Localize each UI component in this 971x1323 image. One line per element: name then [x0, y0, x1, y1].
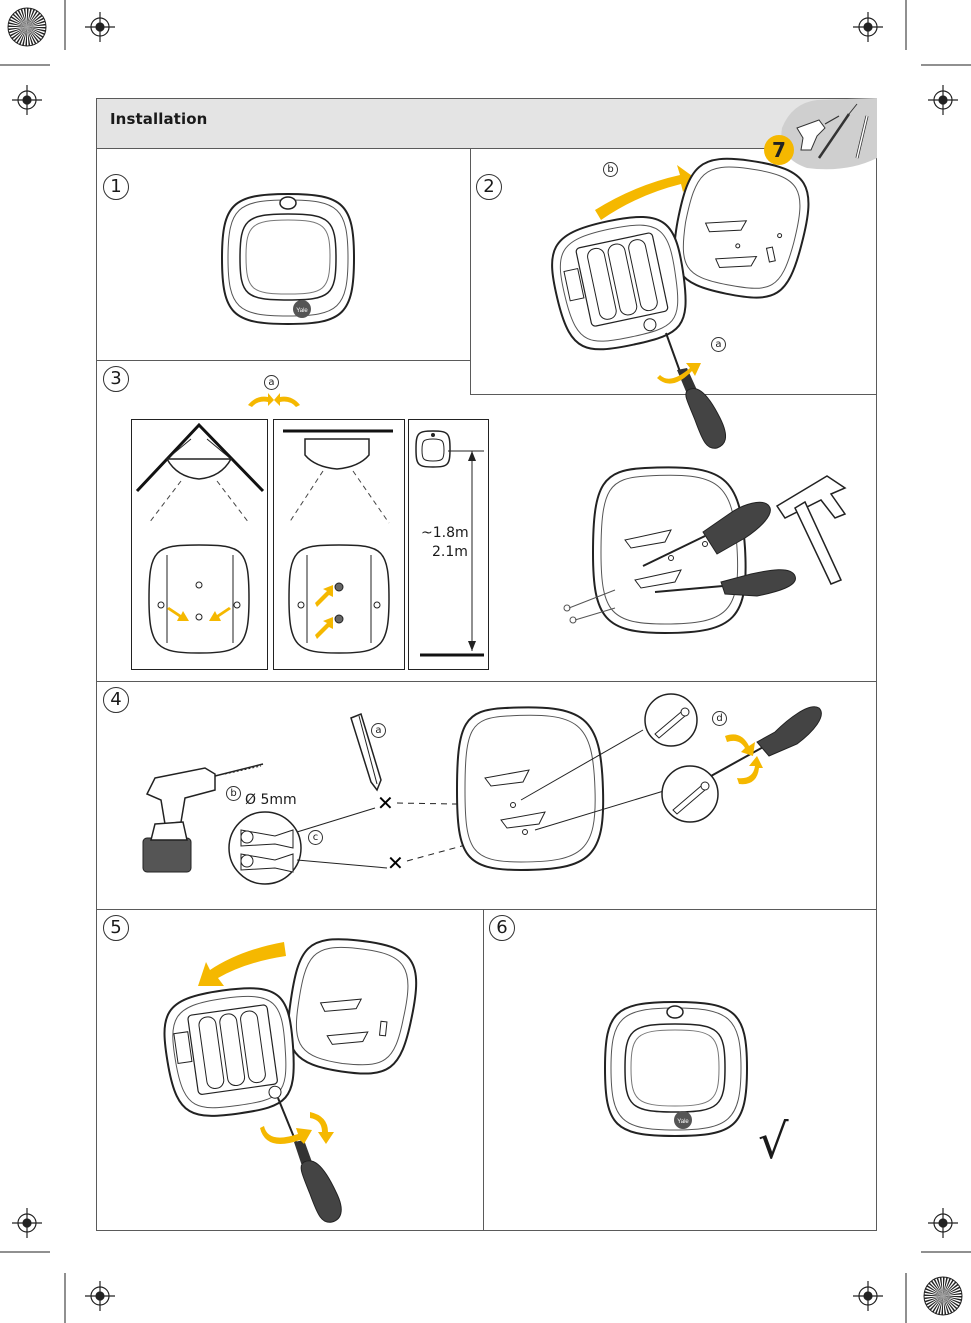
- divider: [97, 360, 471, 361]
- step5-close-device: [150, 930, 450, 1230]
- motion-sensor-front: Yale: [218, 190, 358, 330]
- registration-sunburst-icon: [924, 1277, 962, 1315]
- page-title: Installation: [110, 110, 207, 128]
- yale-logo: Yale: [296, 308, 308, 314]
- divider: [97, 681, 877, 682]
- svg-text:✕: ✕: [377, 791, 394, 815]
- knockout-holes-diagram: [555, 458, 855, 648]
- registration-target-icon: [12, 1208, 42, 1238]
- step2-label-a: a: [711, 337, 726, 352]
- step-number-1: 1: [103, 174, 129, 200]
- divider: [470, 149, 471, 395]
- check-mark-icon: √: [758, 1118, 789, 1166]
- motion-sensor-installed: Yale: [603, 998, 753, 1138]
- registration-sunburst-icon: [8, 8, 46, 46]
- flat-mount-diagram: [273, 419, 405, 670]
- height-label-1: ~1.8m: [421, 525, 469, 541]
- svg-text:✕: ✕: [387, 851, 404, 875]
- header-bar: [97, 99, 876, 149]
- divider: [97, 909, 877, 910]
- registration-target-icon: [853, 1281, 883, 1311]
- registration-target-icon: [12, 85, 42, 115]
- step-number-6: 6: [489, 915, 515, 941]
- corner-mount-diagram: [131, 419, 268, 670]
- step-number-3: 3: [103, 366, 129, 392]
- step2-open-device: [545, 150, 845, 450]
- step-number-5: 5: [103, 915, 129, 941]
- registration-target-icon: [928, 1208, 958, 1238]
- registration-target-icon: [853, 12, 883, 42]
- registration-target-icon: [85, 12, 115, 42]
- rotate-arrows-icon: [244, 391, 304, 413]
- registration-target-icon: [928, 85, 958, 115]
- step-number-2: 2: [476, 174, 502, 200]
- step3-label-a: a: [264, 375, 279, 390]
- yale-logo: Yale: [677, 1119, 689, 1125]
- step2-label-b: b: [603, 162, 618, 177]
- registration-target-icon: [85, 1281, 115, 1311]
- height-label-2: 2.1m: [432, 544, 468, 560]
- step4-drilling-diagram: ✕ ✕: [125, 690, 845, 890]
- divider: [483, 909, 484, 1231]
